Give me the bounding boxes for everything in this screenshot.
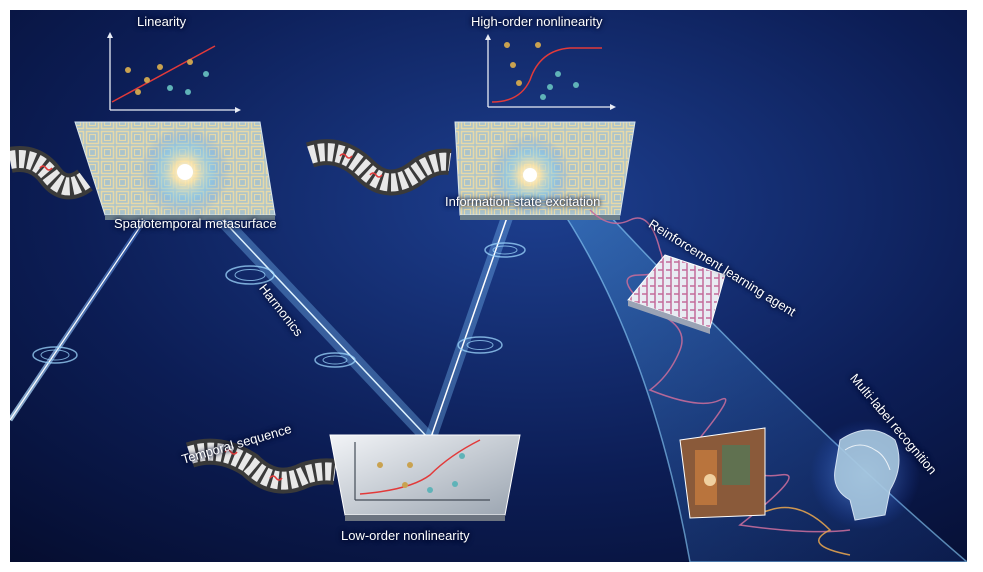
- film-strip-right: [305, 139, 452, 196]
- low-order-panel: [329, 434, 521, 521]
- info-state-label: Information state excitation: [445, 194, 601, 209]
- low-order-label: Low-order nonlinearity: [341, 528, 470, 543]
- diagram-canvas: [10, 10, 967, 562]
- film-strip-bottom: [185, 438, 337, 494]
- light-beams: [10, 173, 526, 445]
- maze-icon: [627, 254, 726, 334]
- signal-wave: [589, 209, 851, 533]
- ripple-rings: [32, 242, 526, 368]
- metasurface-panel-right: [454, 121, 636, 220]
- linearity-label: Linearity: [137, 14, 187, 29]
- scene-image-icon: [679, 427, 766, 519]
- high-order-plot: [485, 34, 616, 110]
- metasurface-panel-left: [74, 121, 276, 220]
- metasurface-label: Spatiotemporal metasurface: [114, 216, 277, 231]
- diagram-scene: Linearity High-order nonlinearity Spatio…: [10, 10, 967, 562]
- high-order-label: High-order nonlinearity: [471, 14, 603, 29]
- linearity-plot: [107, 32, 241, 113]
- ai-head-icon: [810, 420, 920, 530]
- film-strip-left: [10, 146, 93, 200]
